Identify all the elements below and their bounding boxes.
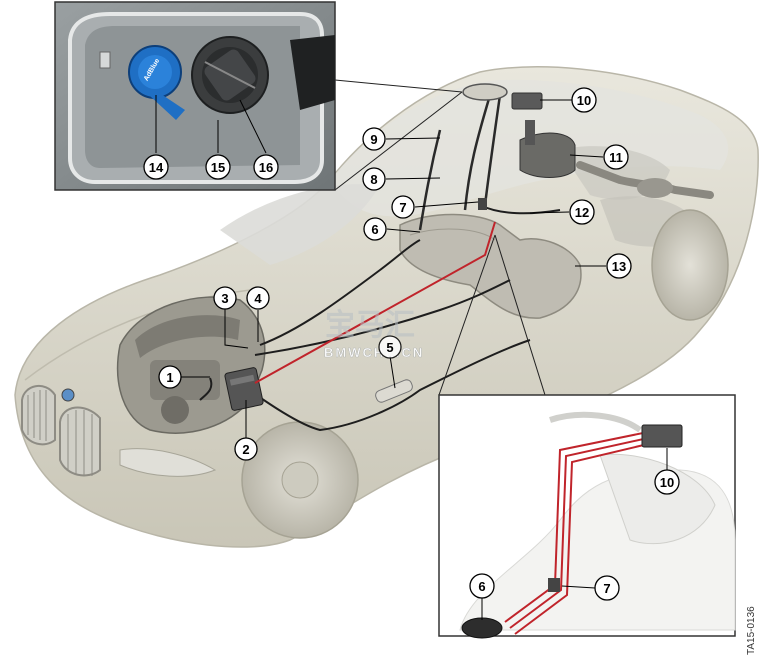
- engine-control-unit: [224, 367, 264, 411]
- kidney-grille: [21, 385, 101, 477]
- detail-callout-6: 6: [469, 573, 495, 599]
- pump-control-unit: [478, 198, 487, 210]
- exhaust: [576, 161, 714, 199]
- svg-text:7: 7: [399, 200, 406, 215]
- svg-text:14: 14: [149, 160, 164, 175]
- svg-text:9: 9: [370, 132, 377, 147]
- release-lever: [99, 51, 111, 69]
- callout-13: 13: [606, 253, 632, 279]
- svg-text:12: 12: [575, 205, 589, 220]
- callout-1: 1: [158, 365, 182, 389]
- control-unit-10: [511, 92, 543, 110]
- fuel-lines: [199, 204, 561, 432]
- reference-code: TA15-0136: [746, 606, 757, 655]
- detail-control-unit-10: [641, 424, 683, 448]
- callout-14: 14: [143, 154, 169, 180]
- svg-text:10: 10: [660, 475, 674, 490]
- callout-12: 12: [569, 199, 595, 225]
- callout-15: 15: [205, 154, 231, 180]
- svg-text:8: 8: [370, 172, 377, 187]
- callout-4: 4: [246, 286, 270, 310]
- callout-6: 6: [363, 217, 387, 241]
- watermark: 宝马汇 BMWCHE.CN: [324, 308, 424, 360]
- svg-text:1: 1: [166, 370, 173, 385]
- svg-text:宝马汇: 宝马汇: [325, 308, 415, 343]
- callout-7: 7: [391, 195, 415, 219]
- adblue-cap-icon: AdBlue: [128, 45, 185, 120]
- callout-9: 9: [362, 127, 386, 151]
- filler-neck: [418, 83, 508, 231]
- svg-text:16: 16: [259, 160, 273, 175]
- fuel-filter: [375, 379, 413, 403]
- svg-text:5: 5: [386, 340, 393, 355]
- carbon-canister: [519, 120, 576, 178]
- emblem-icon: [61, 388, 75, 402]
- svg-text:6: 6: [478, 579, 485, 594]
- svg-text:3: 3: [221, 291, 228, 306]
- detail-pump-control-unit: [548, 578, 560, 592]
- detail-signal-wires: [504, 431, 649, 635]
- detail-fuel-pump-flange: [461, 617, 503, 639]
- svg-text:10: 10: [577, 93, 591, 108]
- svg-text:2: 2: [242, 442, 249, 457]
- callout-2: 2: [234, 437, 258, 461]
- svg-text:BMWCHE.CN: BMWCHE.CN: [324, 345, 424, 360]
- svg-text:6: 6: [371, 222, 378, 237]
- callout-11: 11: [603, 144, 629, 170]
- callout-10: 10: [571, 87, 597, 113]
- svg-text:13: 13: [612, 259, 626, 274]
- fuel-cap-icon: [191, 36, 269, 114]
- callout-3: 3: [213, 286, 237, 310]
- svg-text:11: 11: [609, 150, 623, 165]
- callout-8: 8: [362, 167, 386, 191]
- svg-text:15: 15: [211, 160, 225, 175]
- svg-text:7: 7: [603, 581, 610, 596]
- svg-text:4: 4: [254, 291, 262, 306]
- callout-5: 5: [378, 335, 402, 359]
- detail-callout-10: 10: [654, 469, 680, 495]
- detail-callout-7: 7: [594, 575, 620, 601]
- engine: [116, 296, 266, 434]
- filler-flap-inset: AdBlue: [54, 1, 463, 191]
- signal-line: [254, 221, 496, 384]
- callout-16: 16: [253, 154, 279, 180]
